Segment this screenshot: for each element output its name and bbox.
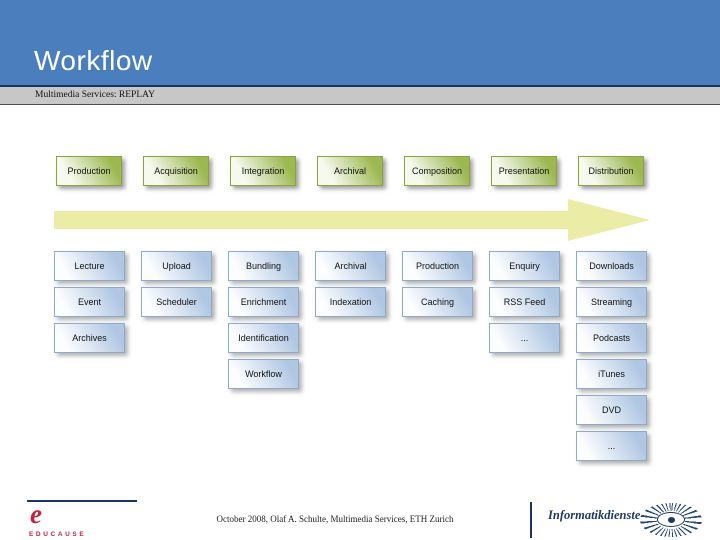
grid-box: Archives — [54, 323, 125, 353]
phase-box-composition: Composition — [404, 156, 470, 186]
slide-header: Workflow — [0, 0, 720, 85]
flow-arrow-head-icon — [568, 199, 650, 241]
informatikdienste-logo-icon — [640, 503, 702, 537]
grid-box: Bundling — [228, 251, 299, 281]
grid-box: Event — [54, 287, 125, 317]
phase-box-integration: Integration — [230, 156, 296, 186]
subtitle-bar: Multimedia Services: REPLAY — [0, 85, 720, 105]
grid-box: Identification — [228, 323, 299, 353]
grid-box: Downloads — [576, 251, 647, 281]
grid-box: iTunes — [576, 359, 647, 389]
grid-box: Upload — [141, 251, 212, 281]
grid-box: Caching — [402, 287, 473, 317]
phase-box-presentation: Presentation — [491, 156, 557, 186]
informatikdienste-label: Informatikdienste — [548, 508, 641, 522]
grid-box: Indexation — [315, 287, 386, 317]
phase-box-production: Production — [56, 156, 122, 186]
grid-box: Enrichment — [228, 287, 299, 317]
grid-box: Enquiry — [489, 251, 560, 281]
grid-box: Streaming — [576, 287, 647, 317]
grid-box: Scheduler — [141, 287, 212, 317]
grid-box: ... — [489, 323, 560, 353]
phase-box-archival: Archival — [317, 156, 383, 186]
educause-rule — [27, 500, 137, 502]
grid-box: Podcasts — [576, 323, 647, 353]
grid-box: Workflow — [228, 359, 299, 389]
footer-separator-line — [530, 502, 532, 538]
flow-arrow-icon — [54, 211, 568, 229]
grid-box: Production — [402, 251, 473, 281]
sunburst-pupil-icon — [667, 516, 675, 523]
educause-logo-icon: e — [30, 499, 42, 529]
page-title: Workflow — [34, 45, 153, 76]
phase-box-distribution: Distribution — [578, 156, 644, 186]
grid-box: ... — [576, 431, 647, 461]
footer-credit-text: October 2008, Olaf A. Schulte, Multimedi… — [216, 514, 454, 524]
grid-box: Lecture — [54, 251, 125, 281]
phase-box-acquisition: Acquisition — [143, 156, 209, 186]
subtitle-text: Multimedia Services: REPLAY — [35, 90, 155, 100]
educause-wordmark: EDUCAUSE — [29, 531, 87, 538]
grid-box: Archival — [315, 251, 386, 281]
grid-box: DVD — [576, 395, 647, 425]
grid-box: RSS Feed — [489, 287, 560, 317]
